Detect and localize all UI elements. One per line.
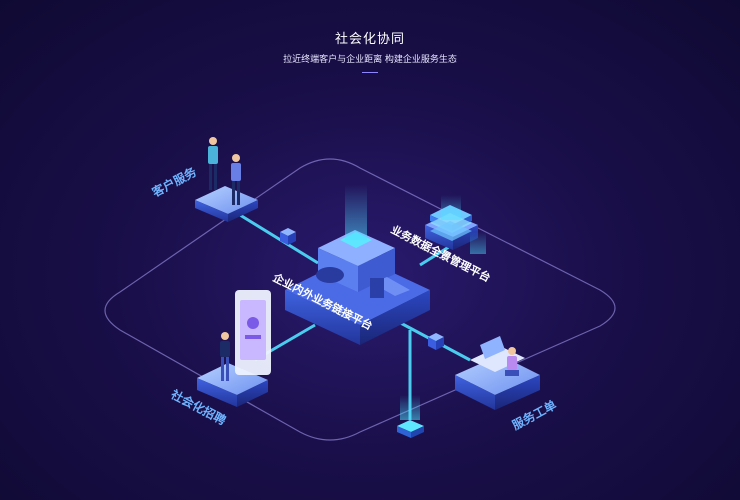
- label-customer-service: 客户服务: [148, 163, 199, 200]
- bottom-node: [397, 395, 424, 438]
- light-beam: [345, 185, 367, 240]
- person-icon: [220, 332, 230, 381]
- person-icon: [505, 347, 519, 376]
- central-platform: [285, 185, 430, 345]
- recruitment-platform: [197, 290, 271, 407]
- page-title: 社会化协同: [334, 32, 405, 47]
- customer-service-platform: [195, 137, 258, 222]
- business-data-platform: [425, 195, 486, 254]
- title-divider: [362, 72, 378, 73]
- connector-cube: [428, 333, 444, 350]
- connector-cube: [280, 228, 296, 245]
- phone-profile-icon: [235, 290, 271, 375]
- label-work-order: 服务工单: [509, 397, 558, 433]
- page-subtitle: 拉近终端客户与企业距离 构建企业服务生态: [283, 55, 457, 65]
- handshake-people-icon: [208, 137, 241, 205]
- work-order-platform: [455, 336, 540, 410]
- orbit-outline: [104, 158, 616, 441]
